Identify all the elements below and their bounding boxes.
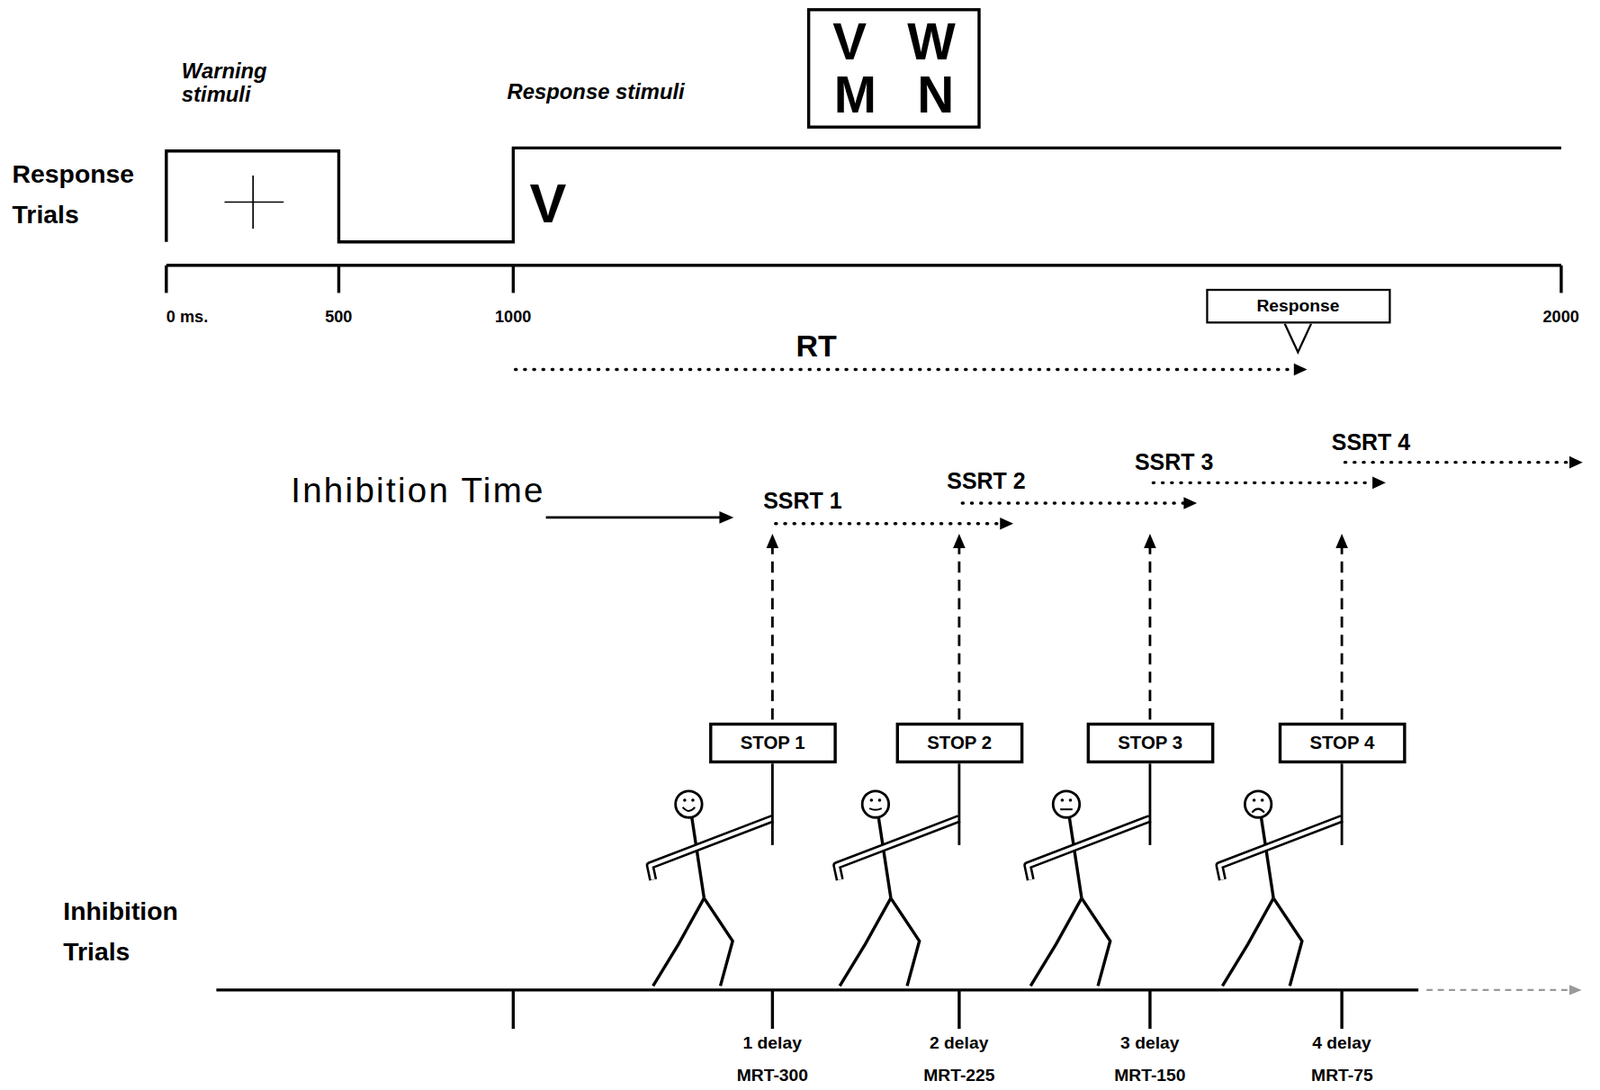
callout-pointer: [1285, 323, 1312, 352]
warning-label: Warning stimuli: [181, 59, 284, 107]
delay-label: 3 delay: [1120, 1033, 1179, 1053]
stop-sign: STOP 2: [895, 722, 1024, 764]
delay-label: MRT-75: [1311, 1066, 1374, 1086]
delay-label: 2 delay: [929, 1033, 989, 1053]
stop-sign-text: STOP 3: [1117, 731, 1183, 755]
stimulus-letter: V: [530, 175, 567, 231]
ssrt-label: SSRT 3: [1134, 449, 1214, 475]
arrow-head: [1294, 363, 1308, 377]
delay-label: 1 delay: [743, 1033, 802, 1053]
stop-sign: STOP 1: [709, 722, 837, 764]
stick-figure: [1219, 763, 1342, 986]
fixation-cross: [224, 201, 284, 204]
stick-figure: [1027, 763, 1151, 986]
rt-arrow: [515, 368, 1295, 371]
row-label: Response Trials: [12, 152, 145, 235]
stop-sign: STOP 4: [1277, 722, 1406, 764]
stick-figure: [836, 763, 960, 986]
ssrt-label: SSRT 2: [946, 469, 1025, 495]
arrow-head: [1569, 984, 1583, 995]
stop-sign: STOP 3: [1086, 722, 1214, 764]
arrow-heads: [999, 456, 1583, 531]
stop-sign-text: STOP 1: [740, 731, 806, 755]
axis-tick-label: 2000: [1543, 307, 1580, 326]
arrow-head: [719, 511, 734, 524]
response-stimuli-label: Response stimuli: [507, 79, 685, 103]
stimulus-set-box: V WM N: [807, 8, 981, 129]
ssrt-label: SSRT 4: [1331, 431, 1411, 456]
fixation-cross: [251, 175, 254, 229]
inhibition-time-label: Inhibition Time: [290, 471, 546, 510]
response-callout-text: Response: [1256, 296, 1340, 317]
stop-sign-text: STOP 2: [926, 731, 992, 755]
row-label: Inhibition Trials: [62, 889, 196, 972]
delay-label: MRT-300: [737, 1066, 809, 1086]
delay-label: MRT-225: [923, 1066, 995, 1086]
delay-label: MRT-150: [1114, 1066, 1186, 1086]
axis-tick-label: 1000: [494, 307, 531, 326]
stick-figure: [649, 763, 773, 986]
stimulus-set-box-text: V W: [832, 15, 956, 69]
rt-label: RT: [795, 330, 836, 361]
axis-tick-label: 500: [324, 307, 352, 326]
inhibition-baseline: [215, 989, 1419, 1029]
arrow-heads: [766, 533, 1349, 549]
response-callout: Response: [1205, 288, 1392, 324]
stimulus-timeline: [166, 147, 1562, 242]
stop-arrows: [772, 546, 1342, 720]
stimulus-set-box-text: M N: [832, 68, 956, 122]
delay-label: 4 delay: [1312, 1033, 1371, 1053]
baseline-extension: [1426, 988, 1570, 991]
ssrt-label: SSRT 1: [763, 488, 842, 513]
axis-tick-label: 0 ms.: [166, 307, 208, 326]
inhibition-arrow: [546, 515, 721, 519]
stop-sign-text: STOP 4: [1309, 731, 1375, 755]
